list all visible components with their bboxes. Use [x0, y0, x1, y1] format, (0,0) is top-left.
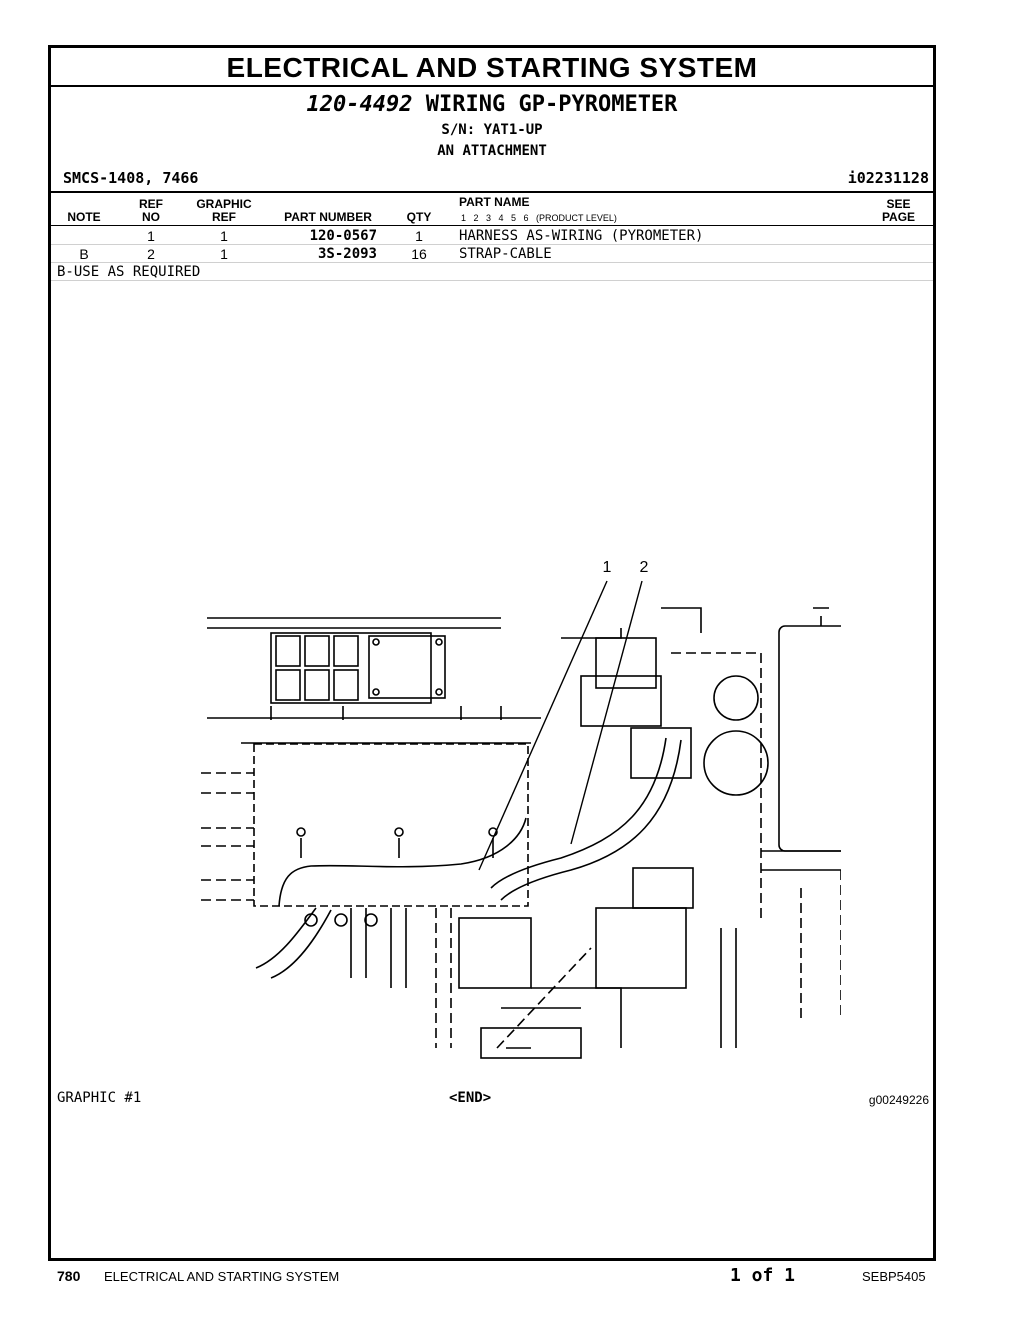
- header-qty: QTY: [406, 210, 432, 224]
- row-divider: [51, 244, 933, 245]
- header-rule: [51, 225, 933, 226]
- header-graphic-ref-line2: REF: [212, 210, 236, 224]
- header-part-name: PART NAME: [459, 195, 530, 209]
- callout-2-label: 2: [640, 559, 649, 576]
- footer-section: ELECTRICAL AND STARTING SYSTEM: [104, 1269, 340, 1284]
- engine-wiring-illustration: 1 2: [201, 559, 841, 1059]
- row-note: B: [79, 246, 89, 262]
- header-ref-no-line1: REF: [139, 197, 163, 211]
- attachment-note: AN ATTACHMENT: [437, 143, 547, 159]
- row-part-number: 120-0567: [309, 228, 377, 244]
- row-part-name: STRAP-CABLE: [459, 246, 552, 262]
- page-number: 780: [57, 1268, 81, 1284]
- illustration-id: i02231128: [847, 169, 929, 187]
- graphic-label: GRAPHIC #1: [57, 1090, 142, 1106]
- row-qty: 16: [411, 246, 427, 262]
- row-divider: [51, 262, 933, 263]
- serial-number: S/N: YAT1-UP: [441, 122, 543, 138]
- row-qty: 1: [415, 228, 423, 244]
- graphic-id: g00249226: [868, 1093, 929, 1107]
- table-top-rule: [51, 191, 933, 193]
- header-ref-no-line2: NO: [142, 210, 160, 224]
- callout-1-leader: [478, 580, 608, 871]
- group-name: WIRING GP-PYROMETER: [425, 92, 678, 117]
- title-divider: [51, 85, 933, 87]
- row-ref-no: 1: [147, 228, 155, 244]
- header-see-page-line2: PAGE: [881, 210, 916, 224]
- group-number: 120-4492: [306, 92, 413, 117]
- row-part-number: 3S-2093: [317, 246, 377, 262]
- header-product-levels: 1 2 3 4 5 6 (PRODUCT LEVEL): [461, 213, 617, 223]
- table-footnote: B-USE AS REQUIRED: [57, 264, 201, 280]
- page-of-count: 1 of 1: [730, 1265, 796, 1286]
- footnote-divider: [51, 280, 933, 281]
- header-part-number: PART NUMBER: [284, 210, 372, 224]
- callout-2-leader: [570, 580, 643, 845]
- end-marker: <END>: [449, 1090, 492, 1106]
- header-graphic-ref-line1: GRAPHIC: [196, 197, 252, 211]
- smcs-code: SMCS-1408, 7466: [63, 169, 199, 187]
- document-id: SEBP5405: [862, 1269, 926, 1284]
- row-graphic-ref: 1: [220, 246, 228, 262]
- section-title: ELECTRICAL AND STARTING SYSTEM: [226, 52, 758, 83]
- row-part-name: HARNESS AS-WIRING (PYROMETER): [459, 228, 704, 244]
- callout-1-label: 1: [603, 559, 612, 576]
- page-frame: ELECTRICAL AND STARTING SYSTEM 120-4492 …: [48, 45, 936, 1261]
- group-title: 120-4492 WIRING GP-PYROMETER: [51, 92, 933, 117]
- row-ref-no: 2: [147, 246, 155, 262]
- row-graphic-ref: 1: [220, 228, 228, 244]
- header-see-page-line1: SEE: [886, 197, 911, 211]
- header-note: NOTE: [67, 210, 101, 224]
